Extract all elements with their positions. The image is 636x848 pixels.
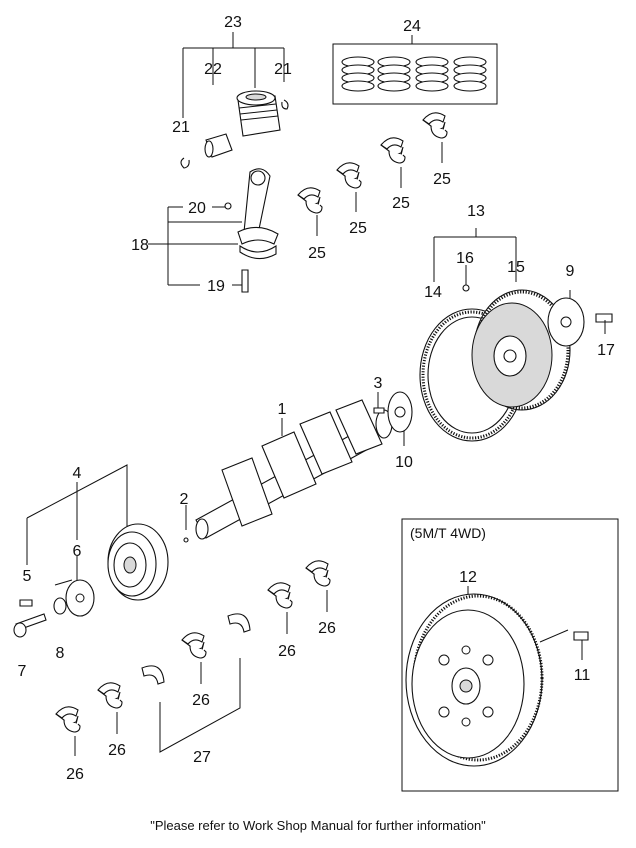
inset-title: (5M/T 4WD) (410, 525, 486, 541)
inset-5mt-4wd: (5M/T 4WD) (401, 518, 619, 792)
callout-20: 20 (188, 200, 206, 217)
callout-22: 22 (204, 61, 222, 78)
callout-18: 18 (131, 237, 149, 254)
piston-ring-set (332, 35, 498, 105)
flywheel-assembly (419, 228, 613, 442)
callout-1: 1 (278, 401, 287, 418)
pulley-assembly (13, 464, 169, 638)
callout-5: 5 (23, 568, 32, 585)
connecting-rod (148, 168, 279, 293)
callout-14: 14 (424, 284, 442, 301)
callout-10: 10 (395, 454, 413, 471)
callout-6: 6 (73, 543, 82, 560)
callout-25-c: 25 (392, 195, 410, 212)
callout-27: 27 (193, 749, 211, 766)
callout-25-b: 25 (349, 220, 367, 237)
callout-19: 19 (207, 278, 225, 295)
callout-21-right: 21 (274, 61, 292, 78)
callout-15: 15 (507, 259, 525, 276)
callout-26-d: 26 (108, 742, 126, 759)
callout-4: 4 (73, 465, 82, 482)
callout-25-a: 25 (308, 245, 326, 262)
bearing-shells-26 (55, 560, 331, 756)
callout-17: 17 (597, 342, 615, 359)
callout-16: 16 (456, 250, 474, 267)
callout-12: 12 (459, 569, 477, 586)
callout-24: 24 (403, 18, 421, 35)
callout-13: 13 (467, 203, 485, 220)
crankshaft (183, 391, 413, 543)
callout-26-e: 26 (66, 766, 84, 783)
callout-26-a: 26 (318, 620, 336, 637)
thrust-washers (141, 613, 251, 753)
callout-9: 9 (566, 263, 575, 280)
callout-8: 8 (56, 645, 65, 662)
callout-7: 7 (18, 663, 27, 680)
callout-26-c: 26 (192, 692, 210, 709)
callout-26-b: 26 (278, 643, 296, 660)
piston-assembly (180, 32, 289, 169)
callout-2: 2 (180, 491, 189, 508)
footnote: "Please refer to Work Shop Manual for fu… (150, 818, 486, 833)
callout-3: 3 (374, 375, 383, 392)
callout-11: 11 (574, 667, 591, 684)
callout-25-d: 25 (433, 171, 451, 188)
callout-21-left: 21 (172, 119, 190, 136)
callout-23: 23 (224, 14, 242, 31)
bearing-shells-25 (297, 112, 448, 236)
